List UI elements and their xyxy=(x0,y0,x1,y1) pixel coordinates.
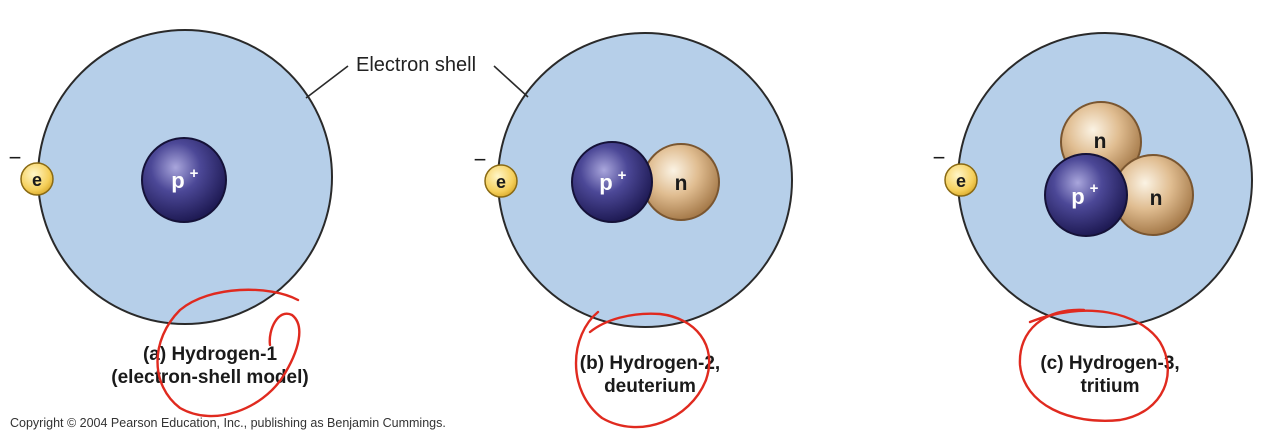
electron-charge: − xyxy=(9,145,22,170)
proton-b: p + xyxy=(571,141,653,223)
proton-charge: + xyxy=(1090,180,1099,197)
neutron-label: n xyxy=(675,172,688,195)
neutron-label: n xyxy=(1150,187,1163,210)
caption-line2: tritium xyxy=(1080,376,1140,397)
caption-line1: (a) Hydrogen-1 xyxy=(142,344,278,365)
proton-charge: + xyxy=(190,165,199,182)
electron-label: e xyxy=(956,171,966,191)
neutron-b: n xyxy=(642,143,720,221)
electron-b: e − xyxy=(474,147,518,198)
caption-hydrogen-2: (b) Hydrogen-2, deuterium xyxy=(500,352,800,398)
proton-a: p + xyxy=(141,137,227,223)
electron-c: e − xyxy=(933,145,978,197)
electron-label: e xyxy=(32,170,42,190)
caption-line1: (c) Hydrogen-3, xyxy=(1040,353,1180,374)
neutron-label: n xyxy=(1094,130,1107,153)
caption-line2: (electron-shell model) xyxy=(111,367,309,388)
electron-label: e xyxy=(496,172,506,192)
callout-line-b xyxy=(493,65,529,98)
proton-label: p xyxy=(171,168,184,193)
callout-line-a xyxy=(305,65,349,99)
electron-charge: − xyxy=(474,147,487,172)
proton-label: p xyxy=(599,170,612,195)
caption-line2: deuterium xyxy=(604,376,696,397)
caption-line1: (b) Hydrogen-2, xyxy=(579,353,721,374)
electron-shell-callout: Electron shell xyxy=(356,54,477,76)
caption-hydrogen-1: (a) Hydrogen-1 (electron-shell model) xyxy=(60,343,360,389)
proton-charge: + xyxy=(618,167,627,184)
proton-label: p xyxy=(1071,184,1084,209)
caption-hydrogen-3: (c) Hydrogen-3, tritium xyxy=(960,352,1260,398)
copyright-notice: Copyright © 2004 Pearson Education, Inc.… xyxy=(10,416,446,430)
electron-charge: − xyxy=(933,145,946,170)
proton-c: p + xyxy=(1044,153,1128,237)
electron-a: e − xyxy=(9,145,54,196)
